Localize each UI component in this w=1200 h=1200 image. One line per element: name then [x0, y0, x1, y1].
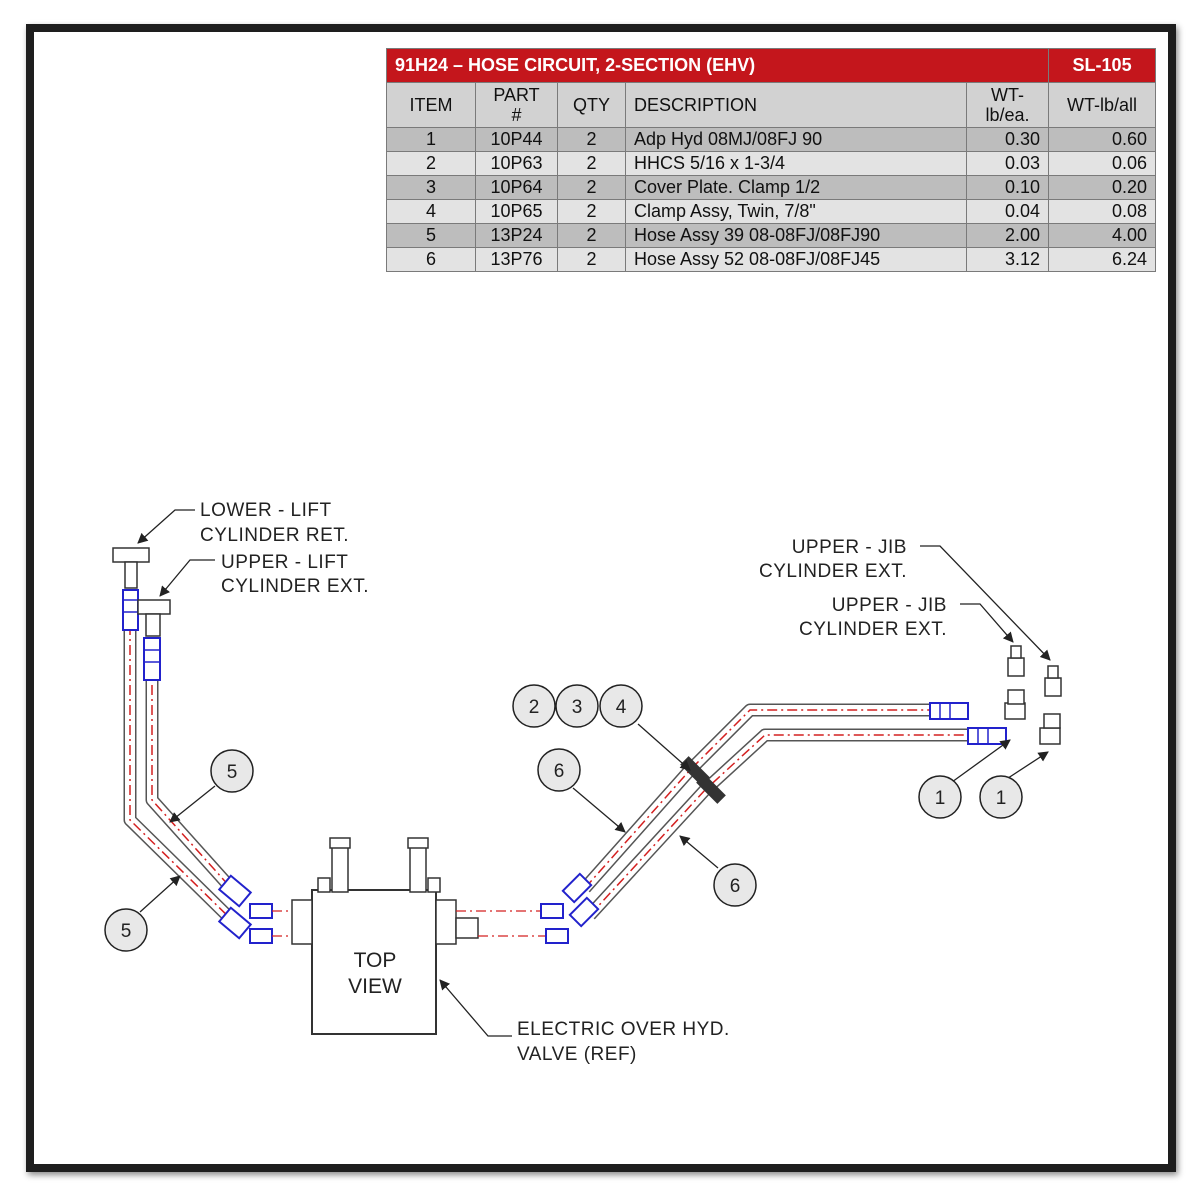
valve-body [291, 837, 479, 1035]
svg-text:5: 5 [227, 762, 238, 783]
adapter-fitting-right [1039, 665, 1062, 745]
label-upper-lift-line2: CYLINDER EXT. [221, 576, 369, 597]
svg-text:1: 1 [935, 788, 946, 809]
label-upper-jib-b-line2: CYLINDER EXT. [799, 619, 947, 640]
adapter-fitting-left [1004, 645, 1026, 720]
bom-header-row: ITEM PART# QTY DESCRIPTION WT-lb/ea. WT-… [386, 82, 1157, 128]
col-header-wt-all: WT-lb/all [1048, 82, 1157, 128]
svg-text:2: 2 [529, 697, 540, 718]
label-valve-line2: VALVE (REF) [517, 1044, 637, 1065]
upper-lift-fitting [137, 599, 171, 681]
balloon-3: 3 [555, 684, 599, 728]
hose-right-upper [580, 703, 930, 893]
svg-text:6: 6 [730, 876, 741, 897]
label-valve-line1: ELECTRIC OVER HYD. [517, 1019, 730, 1040]
hose-left-outer [123, 605, 247, 935]
col-header-description: DESCRIPTION [625, 82, 967, 128]
col-header-wt-each: WT-lb/ea. [965, 82, 1050, 128]
label-upper-lift-line1: UPPER - LIFT [221, 552, 348, 573]
bom-title: 91H24 – HOSE CIRCUIT, 2-SECTION (EHV) [385, 48, 1050, 83]
bom-title-row: 91H24 – HOSE CIRCUIT, 2-SECTION (EHV) SL… [385, 48, 1157, 83]
left-hose-end-fittings [217, 874, 312, 944]
balloon-4: 4 [599, 684, 643, 728]
col-header-item: ITEM [386, 82, 476, 128]
balloon-1-right: 1 [979, 775, 1023, 819]
label-lower-lift-line2: CYLINDER RET. [200, 525, 349, 546]
label-lower-lift-line1: LOWER - LIFT [200, 500, 332, 521]
jib-hose-fittings [929, 702, 1007, 745]
leader-lines [137, 509, 1051, 1037]
svg-text:5: 5 [121, 921, 132, 942]
balloon-2: 2 [512, 684, 556, 728]
hose-right-lower [585, 728, 968, 920]
svg-text:4: 4 [616, 697, 627, 718]
label-upper-jib-b-line1: UPPER - JIB [832, 595, 947, 616]
balloon-5-upper: 5 [210, 749, 254, 793]
label-upper-jib-a-line2: CYLINDER EXT. [759, 561, 907, 582]
sheet-number: SL-105 [1048, 48, 1157, 83]
col-header-part: PART# [475, 82, 558, 128]
svg-text:3: 3 [572, 697, 583, 718]
balloon-6-lower: 6 [713, 863, 757, 907]
svg-text:1: 1 [996, 788, 1007, 809]
lower-lift-fitting [112, 547, 150, 631]
svg-text:6: 6 [554, 761, 565, 782]
balloon-6-upper: 6 [537, 748, 581, 792]
label-upper-jib-a-line1: UPPER - JIB [792, 537, 907, 558]
hose-left-inner [145, 645, 245, 903]
label-top-view-line2: VIEW [348, 975, 402, 998]
balloon-5-lower: 5 [104, 908, 148, 952]
balloon-1-left: 1 [918, 775, 962, 819]
label-top-view-line1: TOP [354, 949, 397, 972]
col-header-qty: QTY [557, 82, 626, 128]
bill-of-materials-table: 91H24 – HOSE CIRCUIT, 2-SECTION (EHV) SL… [385, 48, 1157, 272]
right-hose-end-fittings [456, 872, 600, 944]
